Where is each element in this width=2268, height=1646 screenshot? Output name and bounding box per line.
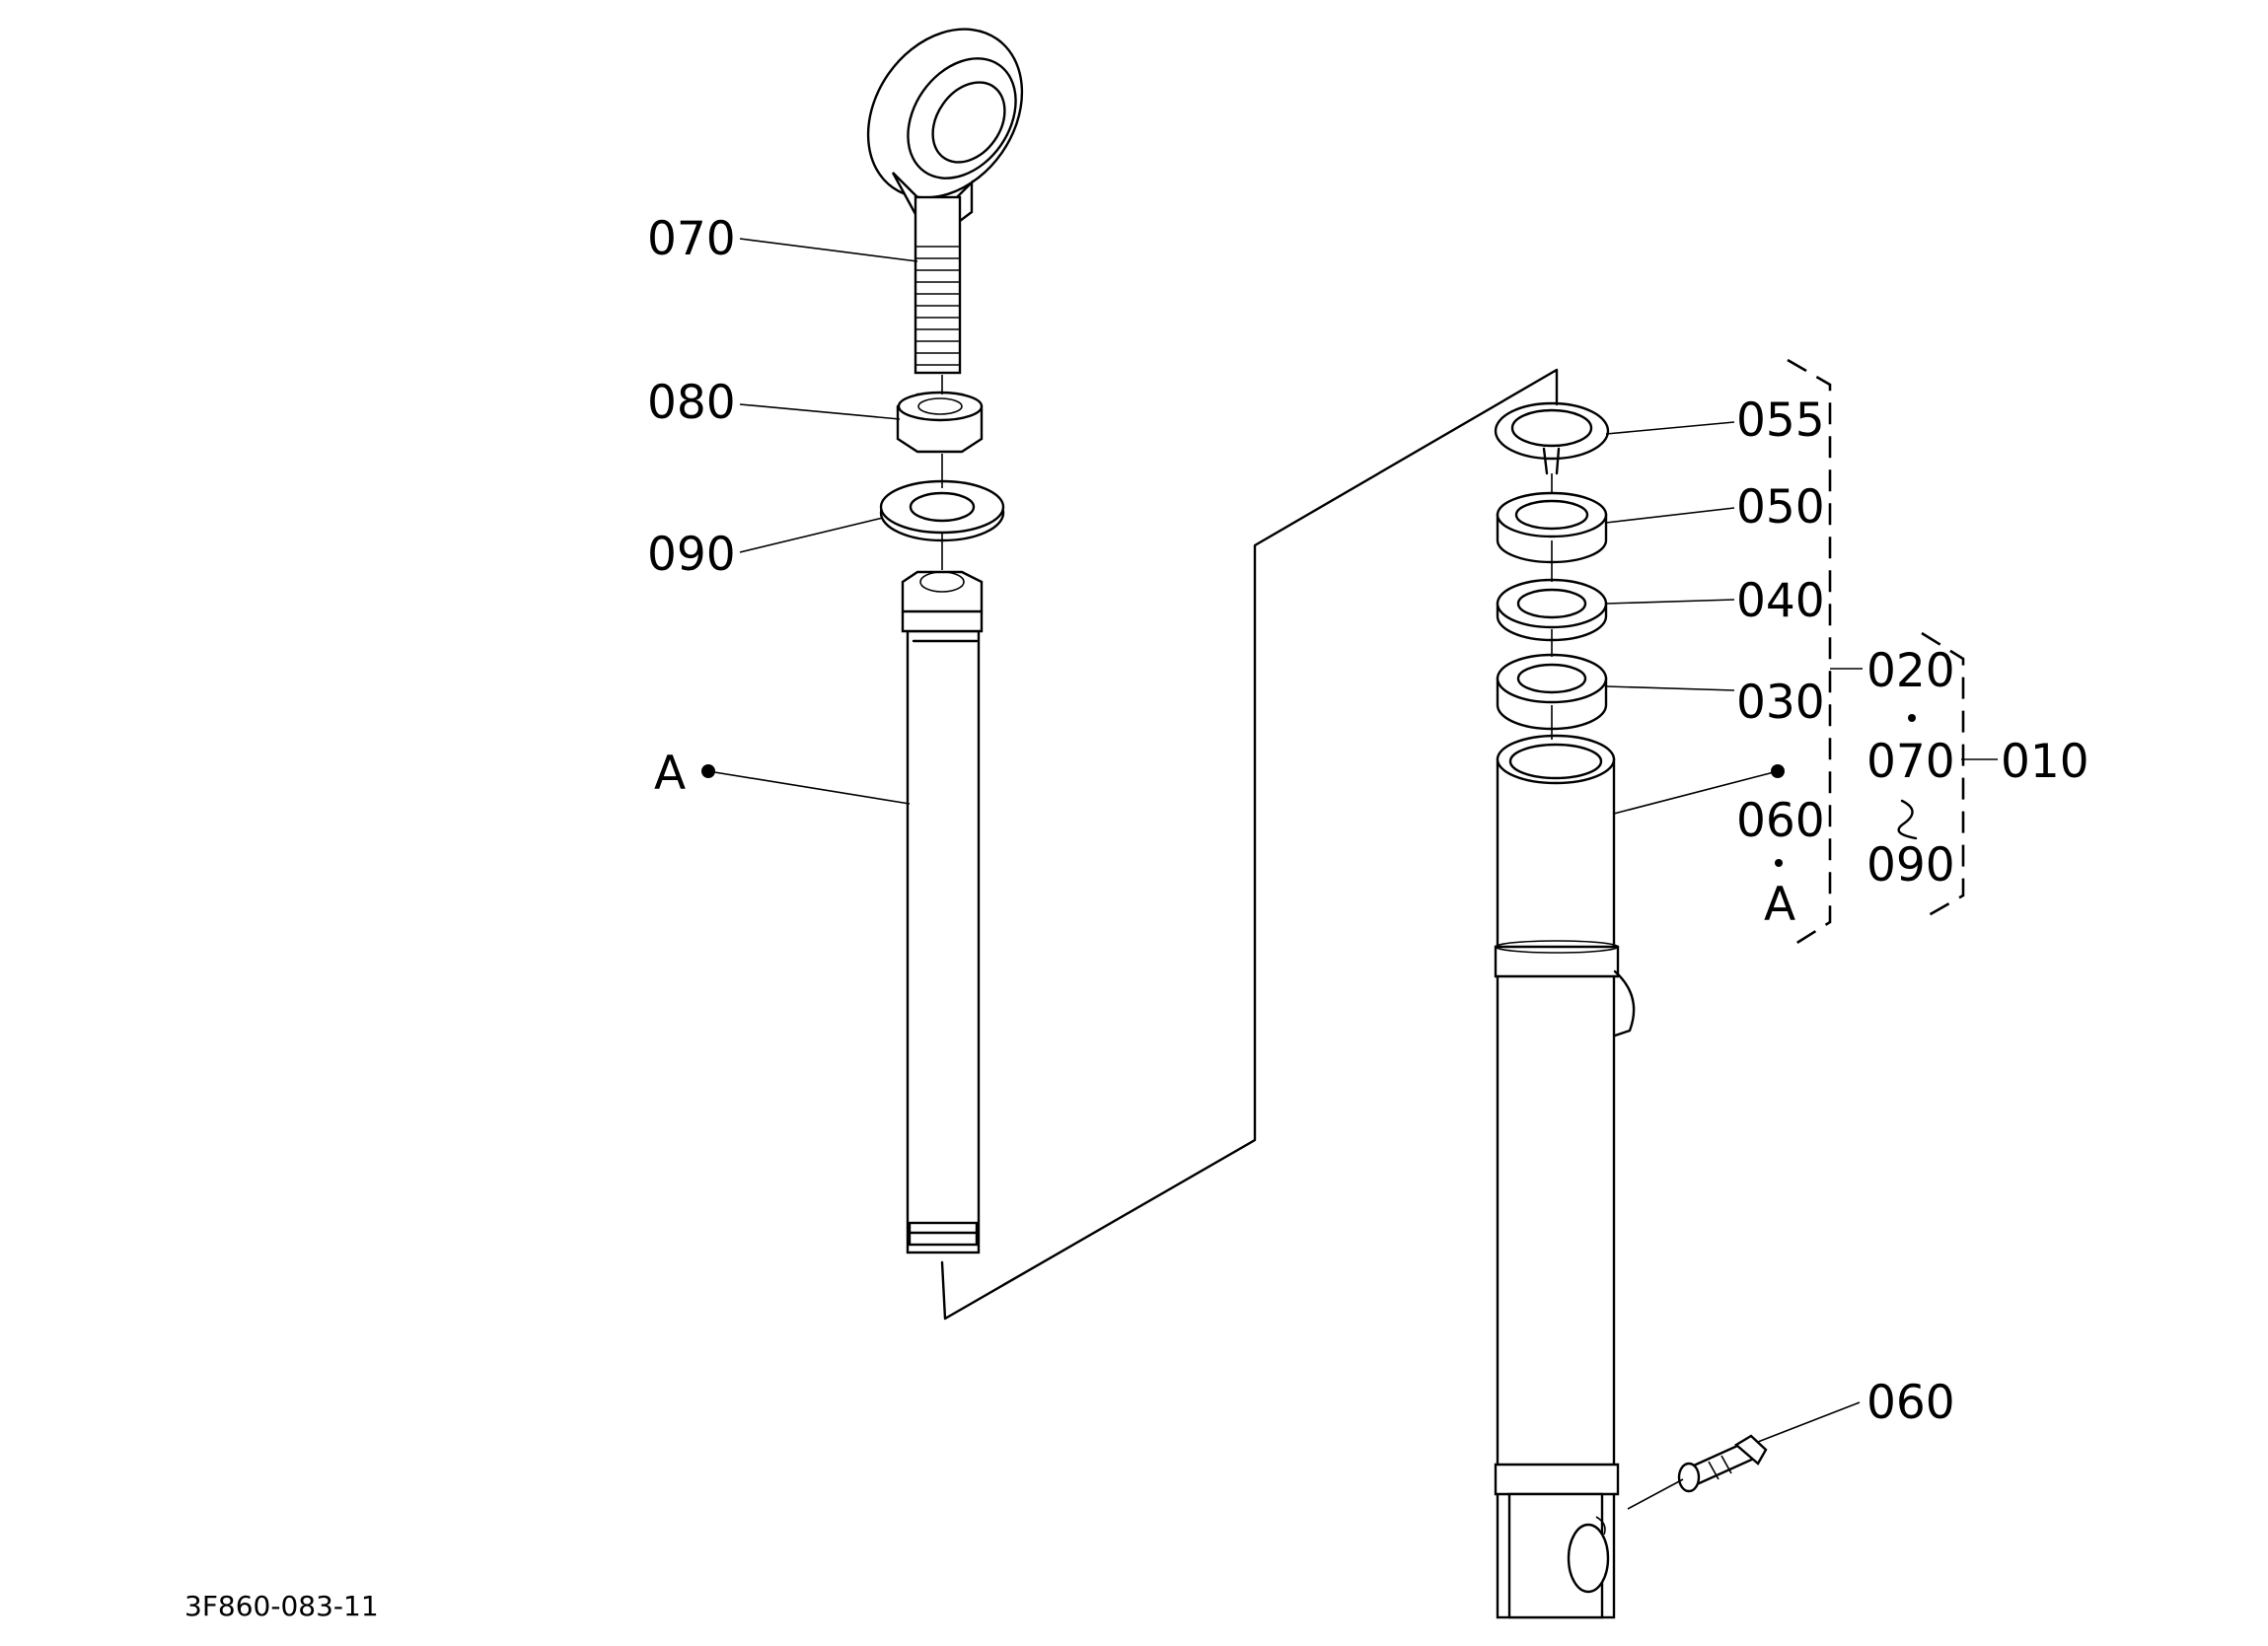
- snap-ring-055: [1494, 401, 1610, 475]
- cylinder-tube: [1494, 734, 1636, 1619]
- separator-dot: [1775, 859, 1783, 867]
- nut-080: [896, 391, 984, 454]
- callout-055: 055: [1736, 394, 1825, 448]
- separator-dot: [1908, 714, 1916, 722]
- callout-080: 080: [647, 376, 736, 430]
- callout-090-range: 090: [1866, 838, 1955, 893]
- callout-090: 090: [647, 528, 736, 582]
- washer-090: [879, 479, 1005, 542]
- reference-dot-a: [701, 764, 715, 778]
- piston-rod: [901, 570, 984, 1254]
- callout-a-left: A: [654, 747, 686, 801]
- callout-030: 030: [1736, 676, 1825, 730]
- ring-040: [1496, 578, 1608, 642]
- callout-050: 050: [1736, 480, 1825, 535]
- callout-060: 060: [1866, 1376, 1955, 1430]
- callout-010: 010: [2001, 735, 2089, 789]
- callout-070: 070: [647, 212, 736, 266]
- diagram-code: 3F860-083-11: [184, 1590, 379, 1622]
- connector-lines: [707, 238, 1998, 1510]
- seal-050: [1496, 491, 1608, 564]
- range-tilde: [1897, 799, 1918, 840]
- callout-060-ref: 060: [1736, 794, 1825, 848]
- bracket-010: [1921, 631, 1965, 921]
- callout-a-ref: A: [1764, 878, 1795, 932]
- rod-end-070: [866, 28, 1024, 375]
- grease-nipple-060: [1677, 1434, 1768, 1493]
- callout-070-range: 070: [1866, 735, 1955, 789]
- reference-dot-060: [1771, 764, 1785, 778]
- bracket-020: [1787, 358, 1832, 951]
- callout-020: 020: [1866, 644, 1955, 698]
- callout-040: 040: [1736, 574, 1825, 628]
